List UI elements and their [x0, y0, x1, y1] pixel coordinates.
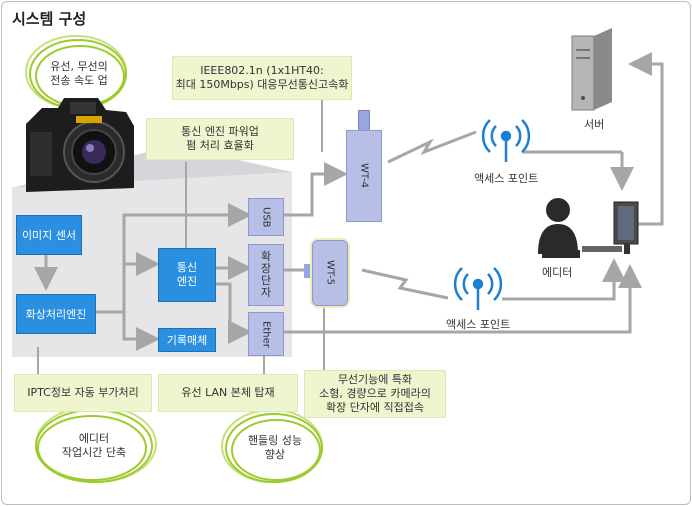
- wt5-device: WT-5: [312, 240, 348, 306]
- wt4-label: WT-4: [358, 163, 370, 189]
- server-icon: [571, 28, 612, 111]
- editor-label: 에디터: [542, 266, 573, 279]
- monitor-icon: [582, 201, 639, 254]
- arrow-comm-to-ether: [216, 282, 252, 344]
- speed-oval-label: 유선, 무선의 전송 속도 업: [50, 60, 108, 87]
- server-label: 서버: [584, 118, 605, 131]
- engine-note: 통신 엔진 파워업 펌 처리 효율화: [146, 118, 294, 160]
- antenna-icon: [481, 119, 531, 162]
- arrow-ether-to-editor: [284, 264, 642, 334]
- editor-time-oval-label: 에디터 작업시간 단축: [61, 432, 127, 459]
- lightning-icon: [387, 130, 477, 164]
- expansion-port: 확 장 단 자: [248, 244, 284, 306]
- editor-person-icon: [538, 198, 580, 258]
- wireless-note: 무선기능에 특화 소형, 경량으로 카메라의 확장 단자에 직접접속: [304, 370, 446, 418]
- antenna-icon: [453, 267, 503, 310]
- wt5-connector: [304, 264, 312, 278]
- handling-oval-label: 핸들링 성능 향상: [247, 434, 303, 461]
- image-processing-engine-block: 화상처리엔진: [16, 294, 96, 334]
- arrow-ap-bottom-to-editor: [502, 258, 626, 301]
- page-title: 시스템 구성: [12, 10, 87, 28]
- arrow-editor-to-server: [628, 52, 664, 226]
- lan-note: 유선 LAN 본체 탑재: [158, 374, 298, 412]
- wt4-device: WT-4: [346, 130, 382, 222]
- ether-port: Ether: [248, 312, 284, 356]
- storage-media-block: 기록매체: [158, 328, 216, 352]
- lightning-icon: [361, 268, 449, 300]
- ieee-note: IEEE802.1n (1x1HT40: 최대 150Mbps) 대응무선통신고…: [172, 56, 352, 100]
- arrow-engine-to-storage: [96, 310, 160, 351]
- comm-engine-block: 통신 엔진: [158, 248, 216, 302]
- ether-port-label: Ether: [260, 320, 272, 348]
- access-point-top-label: 액세스 포인트: [474, 172, 539, 185]
- image-sensor-block: 이미지 센서: [16, 215, 82, 255]
- access-point-bottom-label: 액세스 포인트: [446, 318, 511, 331]
- iptc-note: IPTC정보 자동 부가처리: [14, 374, 152, 412]
- usb-port: USB: [248, 198, 284, 236]
- usb-port-label: USB: [260, 206, 272, 228]
- arrow-usb-to-wt4: [284, 162, 348, 217]
- wt5-label: WT-5: [324, 260, 336, 286]
